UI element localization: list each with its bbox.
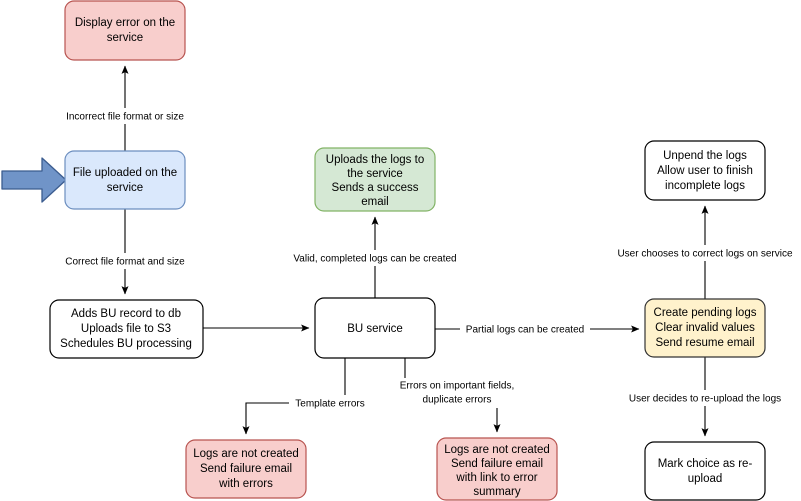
node-text-line: with link to error	[455, 472, 537, 484]
node-text-line: Schedules BU processing	[60, 338, 192, 350]
node-bu-service[interactable]: BU service	[314, 297, 436, 359]
edge-label-text: User chooses to correct logs on service	[617, 249, 793, 260]
node-file-uploaded-on-the-service[interactable]: File uploaded on the service	[64, 150, 186, 210]
node-display-error-on-the-service[interactable]: Display error on the service	[64, 0, 186, 61]
edge-label-correct-file-format-and-size: Correct file format and size	[58, 253, 192, 269]
edge-label-partial-logs-can-be-created: Partial logs can be created	[460, 321, 590, 337]
edge-label-errors-on-important-fields: Errors on important fields, duplicate er…	[389, 378, 525, 408]
node-text-line: BU service	[347, 323, 403, 335]
edge-label-text: Template errors	[295, 399, 364, 410]
node-text-line: Logs are not created	[193, 448, 299, 460]
node-text-line: Unpend the logs	[663, 150, 747, 162]
node-mark-choice-as-re-upload[interactable]: Mark choice as re- upload	[644, 441, 766, 501]
edge-label-text: Correct file format and size	[65, 257, 185, 268]
node-text-line: incomplete logs	[665, 180, 745, 192]
node-text-line: upload	[688, 473, 723, 485]
node-text-line: Clear invalid values	[655, 322, 755, 334]
edge-label-template-errors: Template errors	[289, 395, 371, 411]
node-text-line: Create pending logs	[654, 307, 757, 319]
node-text-line: summary	[473, 486, 521, 498]
edge-label-text: Valid, completed logs can be created	[293, 254, 456, 265]
node-text-line: service	[107, 182, 143, 194]
node-adds-bu-record-to-db[interactable]: Adds BU record to db Uploads file to S3 …	[49, 299, 204, 359]
node-text-line: Uploads the logs to	[326, 154, 424, 166]
edge-label-valid-completed-logs-can-be-created: Valid, completed logs can be created	[283, 250, 467, 266]
node-text-line: email	[361, 196, 388, 208]
node-text-line: Sends a success	[332, 182, 419, 194]
start-block-arrow	[1, 157, 67, 203]
edge-label-user-decides-to-re-upload-the-logs: User decides to re-upload the logs	[619, 390, 791, 406]
node-text-line: Send failure email	[200, 463, 292, 475]
node-text-line: Adds BU record to db	[71, 308, 181, 320]
node-text-line: Logs are not created	[444, 444, 550, 456]
node-uploads-the-logs-to-the-service[interactable]: Uploads the logs to the service Sends a …	[314, 147, 436, 212]
edge-label-text-line1: Errors on important fields,	[400, 381, 515, 392]
node-text-line: Mark choice as re-	[658, 458, 753, 470]
node-logs-are-not-created-with-errors[interactable]: Logs are not created Send failure email …	[185, 439, 307, 499]
node-text-line: Send failure email	[451, 458, 543, 470]
node-text-line: service	[107, 32, 143, 44]
node-text-line: with errors	[218, 478, 273, 490]
node-text-line: Display error on the	[75, 17, 175, 29]
node-text-line: the service	[347, 168, 403, 180]
edge-label-user-chooses-to-correct-logs-on-service: User chooses to correct logs on service	[608, 245, 801, 261]
edge-label-text: User decides to re-upload the logs	[629, 394, 781, 405]
node-unpend-the-logs[interactable]: Unpend the logs Allow user to finish inc…	[644, 140, 766, 201]
edge-label-text: Incorrect file format or size	[66, 112, 184, 123]
node-text-line: File uploaded on the	[73, 167, 177, 179]
node-create-pending-logs[interactable]: Create pending logs Clear invalid values…	[644, 298, 766, 358]
node-text-line: Uploads file to S3	[81, 323, 171, 335]
node-text-line: Allow user to finish	[657, 165, 753, 177]
node-text-line: Send resume email	[655, 337, 754, 349]
node-logs-are-not-created-with-link-to-error-summary[interactable]: Logs are not created Send failure email …	[436, 437, 558, 501]
edge-label-text: Partial logs can be created	[466, 325, 584, 336]
edge-label-text-line2: duplicate errors	[423, 395, 492, 406]
edge-label-incorrect-file-format-or-size: Incorrect file format or size	[55, 108, 195, 124]
